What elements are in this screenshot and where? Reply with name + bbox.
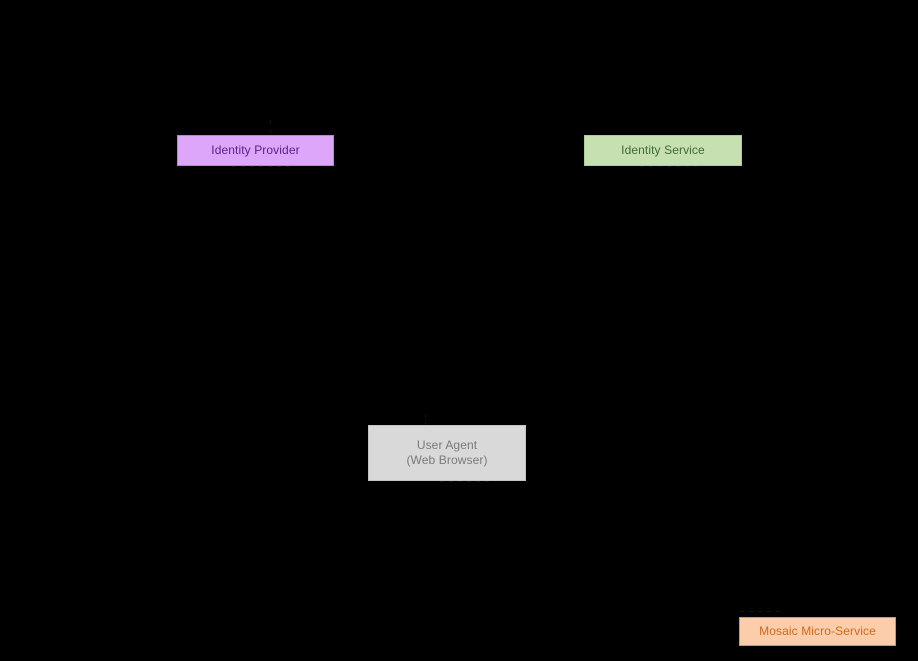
node-user-agent-label-line1: User Agent (416, 438, 478, 452)
node-user-agent[interactable]: User Agent (Web Browser) (368, 425, 526, 481)
node-mosaic-micro-service-label: Mosaic Micro-Service (759, 624, 876, 638)
connector-user-agent-bottom (440, 481, 490, 482)
connector-identity-provider-top (270, 120, 271, 135)
connector-identity-provider-bottom (232, 166, 290, 167)
node-identity-service-label: Identity Service (621, 143, 705, 157)
connector-identity-service-bottom (640, 166, 698, 167)
node-identity-service[interactable]: Identity Service (584, 135, 742, 166)
node-user-agent-label-line2: (Web Browser) (406, 453, 488, 467)
node-identity-provider[interactable]: Identity Provider (177, 135, 334, 166)
node-identity-provider-label: Identity Provider (211, 143, 300, 157)
connector-mosaic-legend-top (740, 611, 780, 612)
connector-user-agent-top (425, 414, 426, 425)
node-mosaic-micro-service[interactable]: Mosaic Micro-Service (739, 617, 896, 646)
